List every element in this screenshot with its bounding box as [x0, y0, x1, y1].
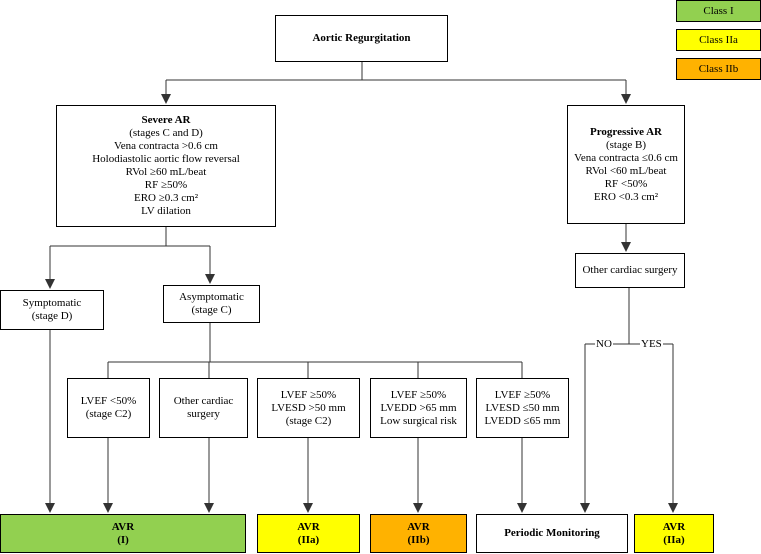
severe-line: RVol ≥60 mL/beat	[125, 166, 207, 178]
outcome-class: (IIb)	[407, 533, 430, 546]
criteria-line: (stage C2)	[285, 414, 332, 427]
symptomatic-box: Symptomatic (stage D)	[0, 290, 104, 330]
criteria-line: (stage C2)	[85, 408, 132, 420]
asymptomatic-stage: (stage C)	[191, 304, 232, 316]
outcome-label: Periodic Monitoring	[504, 527, 600, 539]
severe-line: Vena contracta >0.6 cm	[114, 140, 218, 152]
criteria-line: LVEF ≥50%	[280, 388, 337, 401]
progressive-line: Vena contracta ≤0.6 cm	[574, 151, 678, 164]
outcome-label: AVR	[407, 520, 430, 533]
legend-class-i: Class I	[676, 0, 761, 22]
outcome-label: AVR	[111, 520, 135, 533]
legend-class-i-label: Class I	[703, 5, 734, 17]
progressive-ar-box: Progressive AR (stage B) Vena contracta …	[567, 105, 685, 224]
progressive-line: RVol <60 mL/beat	[585, 164, 667, 177]
criteria-line: LVESD ≤50 mm	[485, 401, 560, 414]
legend-class-iia-label: Class IIa	[699, 34, 738, 46]
progressive-line: RF <50%	[604, 177, 648, 190]
outcome-avr-class-iia-right: AVR (IIa)	[634, 514, 714, 553]
outcome-avr-class-iia: AVR (IIa)	[257, 514, 360, 553]
decision-yes-label: YES	[640, 338, 663, 350]
criteria-line: Low surgical risk	[380, 414, 457, 427]
criteria-line: LVEF ≥50%	[494, 388, 551, 401]
criteria-line: Other cardiac	[173, 395, 234, 407]
outcome-class: (I)	[117, 533, 129, 546]
severe-line: RF ≥50%	[144, 179, 188, 191]
outcome-class: (IIa)	[663, 533, 685, 546]
progressive-ar-title: Progressive AR	[590, 125, 662, 138]
outcome-label: AVR	[297, 520, 320, 533]
severe-line: LV dilation	[141, 205, 191, 217]
criteria-line: surgery	[187, 408, 220, 420]
progressive-line: ERO <0.3 cm²	[593, 190, 659, 203]
symptomatic-label: Symptomatic	[22, 297, 82, 309]
asymptomatic-box: Asymptomatic (stage C)	[163, 285, 260, 323]
other-cardiac-surgery-label: Other cardiac surgery	[582, 264, 678, 276]
decision-no-label: NO	[595, 338, 613, 350]
severe-line: ERO ≥0.3 cm²	[133, 192, 199, 204]
asymptomatic-label: Asymptomatic	[179, 291, 244, 303]
outcome-class: (IIa)	[297, 533, 320, 546]
criteria-line: LVEF ≥50%	[390, 388, 447, 401]
other-cardiac-surgery-box: Other cardiac surgery	[575, 253, 685, 288]
root-box: Aortic Regurgitation	[275, 15, 448, 62]
severe-line: Holodiastolic aortic flow reversal	[92, 153, 240, 165]
criteria-other-surgery-box: Other cardiac surgery	[159, 378, 248, 438]
progressive-line: (stage B)	[605, 138, 646, 151]
legend-class-iib-label: Class IIb	[698, 63, 739, 75]
criteria-lvef-lt50-box: LVEF <50% (stage C2)	[67, 378, 150, 438]
criteria-line: LVEF <50%	[80, 395, 137, 407]
criteria-line: LVEDD ≤65 mm	[484, 414, 561, 427]
outcome-label: AVR	[662, 520, 686, 533]
criteria-lvesd-gt50-box: LVEF ≥50% LVESD >50 mm (stage C2)	[257, 378, 360, 438]
severe-ar-title: Severe AR	[141, 114, 191, 126]
severe-line: (stages C and D)	[129, 127, 203, 139]
outcome-avr-class-iib: AVR (IIb)	[370, 514, 467, 553]
symptomatic-stage: (stage D)	[31, 310, 73, 322]
legend-class-iia: Class IIa	[676, 29, 761, 51]
legend-class-iib: Class IIb	[676, 58, 761, 80]
criteria-line: LVESD >50 mm	[271, 401, 346, 414]
criteria-lvedd-gt65-box: LVEF ≥50% LVEDD >65 mm Low surgical risk	[370, 378, 467, 438]
criteria-monitor-box: LVEF ≥50% LVESD ≤50 mm LVEDD ≤65 mm	[476, 378, 569, 438]
root-title: Aortic Regurgitation	[312, 32, 411, 44]
outcome-periodic-monitoring: Periodic Monitoring	[476, 514, 628, 553]
criteria-line: LVEDD >65 mm	[380, 401, 457, 414]
severe-ar-box: Severe AR (stages C and D) Vena contract…	[56, 105, 276, 227]
outcome-avr-class-i: AVR (I)	[0, 514, 246, 553]
